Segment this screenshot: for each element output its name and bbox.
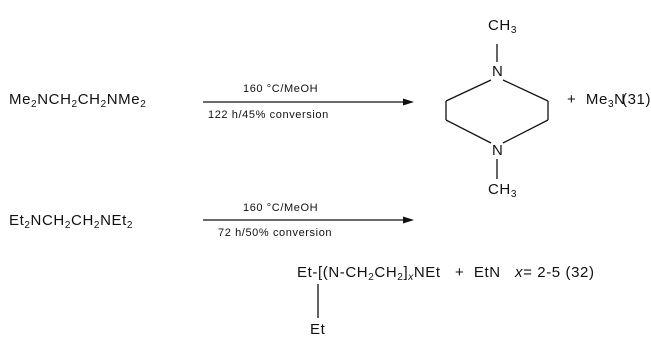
ring-nitrogen-bottom: N — [492, 142, 504, 159]
ring-methyl-bottom: CH3 — [488, 181, 518, 200]
reaction32-condition-top: 160 °C/MeOH — [243, 202, 319, 214]
reaction32-condition-bottom: 72 h/50% conversion — [218, 227, 333, 239]
reaction31-byproduct: + Me3N — [567, 91, 626, 110]
ring-methyl-top: CH3 — [488, 17, 518, 36]
reaction31-reactant: Me2NCH2CH2NMe2 — [9, 91, 147, 110]
reaction32-product: Et-[(N-CH2CH2]xNEt + EtN x= 2-5 (32) — [297, 264, 595, 283]
reaction31-condition-top: 160 °C/MeOH — [243, 83, 319, 95]
reaction31-condition-bottom: 122 h/45% conversion — [208, 109, 329, 121]
reaction32-arrowhead — [403, 216, 414, 224]
reaction31-arrowhead — [403, 98, 414, 106]
piperazine-ring-bonds — [445, 44, 549, 179]
reaction32-branch-label: Et — [310, 321, 326, 338]
reaction31-equation-number: (31) — [622, 91, 651, 108]
ring-nitrogen-top: N — [492, 63, 504, 80]
reaction32-reactant: Et2NCH2CH2NEt2 — [9, 212, 134, 231]
